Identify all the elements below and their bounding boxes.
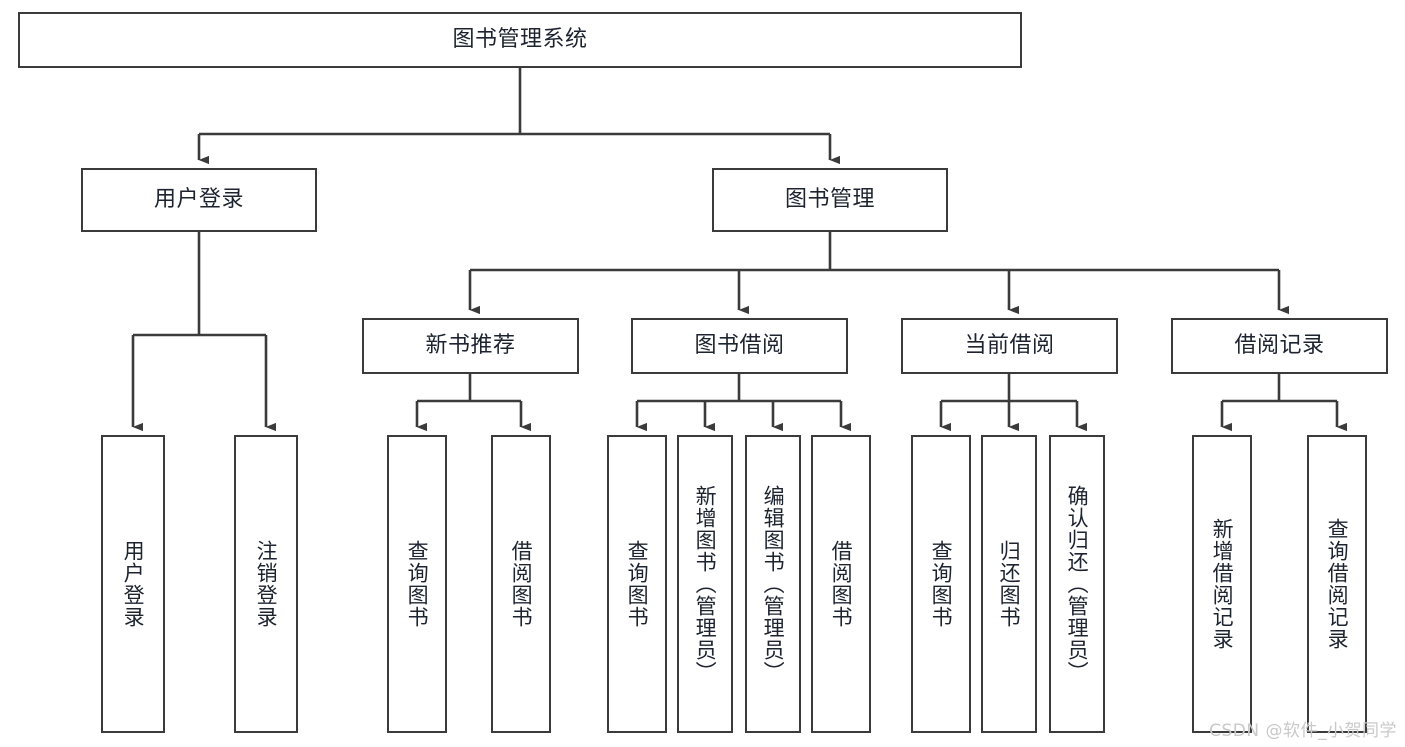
- node-root-label: 图书管理系统: [452, 26, 588, 52]
- node-root[interactable]: 图书管理系统: [18, 12, 1022, 68]
- node-current-borrow[interactable]: 当前借阅: [901, 318, 1118, 374]
- leaf-current-borrow-1[interactable]: 查询图书: [911, 435, 971, 733]
- node-new-book-recommend-label: 新书推荐: [425, 332, 516, 358]
- node-current-borrow-label: 当前借阅: [964, 332, 1055, 358]
- node-user-login[interactable]: 用户登录: [81, 168, 317, 232]
- node-borrow-record-label: 借阅记录: [1234, 332, 1325, 358]
- node-book-borrow-label: 图书借阅: [694, 332, 785, 358]
- node-book-management-label: 图书管理: [784, 186, 875, 212]
- leaf-book-borrow-4[interactable]: 借阅图书: [811, 435, 871, 733]
- leaf-borrow-record-1-label: 新增借阅记录: [1210, 518, 1235, 650]
- leaf-current-borrow-3-label: 确认归还（管理员）: [1065, 485, 1090, 683]
- leaf-new-book-recommend-1[interactable]: 查询图书: [387, 435, 447, 733]
- leaf-current-borrow-2[interactable]: 归还图书: [981, 435, 1037, 733]
- leaf-book-borrow-1-label: 查询图书: [625, 540, 650, 628]
- leaf-borrow-record-2[interactable]: 查询借阅记录: [1307, 435, 1367, 733]
- leaf-user-login-2-label: 注销登录: [254, 540, 279, 628]
- leaf-current-borrow-3[interactable]: 确认归还（管理员）: [1049, 435, 1105, 733]
- leaf-book-borrow-3-label: 编辑图书（管理员）: [761, 485, 786, 683]
- leaf-user-login-1[interactable]: 用户登录: [101, 435, 165, 733]
- leaf-book-borrow-1[interactable]: 查询图书: [607, 435, 667, 733]
- leaf-new-book-recommend-1-label: 查询图书: [405, 540, 430, 628]
- leaf-borrow-record-2-label: 查询借阅记录: [1325, 518, 1350, 650]
- node-user-login-label: 用户登录: [153, 186, 244, 212]
- leaf-current-borrow-2-label: 归还图书: [997, 540, 1022, 628]
- leaf-new-book-recommend-2[interactable]: 借阅图书: [491, 435, 551, 733]
- leaf-user-login-1-label: 用户登录: [121, 540, 146, 628]
- leaf-current-borrow-1-label: 查询图书: [929, 540, 954, 628]
- node-book-management[interactable]: 图书管理: [712, 168, 948, 232]
- node-new-book-recommend[interactable]: 新书推荐: [362, 318, 579, 374]
- leaf-book-borrow-2[interactable]: 新增图书（管理员）: [677, 435, 733, 733]
- leaf-user-login-2[interactable]: 注销登录: [234, 435, 298, 733]
- leaf-new-book-recommend-2-label: 借阅图书: [509, 540, 534, 628]
- leaf-book-borrow-4-label: 借阅图书: [829, 540, 854, 628]
- leaf-book-borrow-3[interactable]: 编辑图书（管理员）: [745, 435, 801, 733]
- leaf-book-borrow-2-label: 新增图书（管理员）: [693, 485, 718, 683]
- leaf-borrow-record-1[interactable]: 新增借阅记录: [1192, 435, 1252, 733]
- node-borrow-record[interactable]: 借阅记录: [1171, 318, 1388, 374]
- node-book-borrow[interactable]: 图书借阅: [631, 318, 848, 374]
